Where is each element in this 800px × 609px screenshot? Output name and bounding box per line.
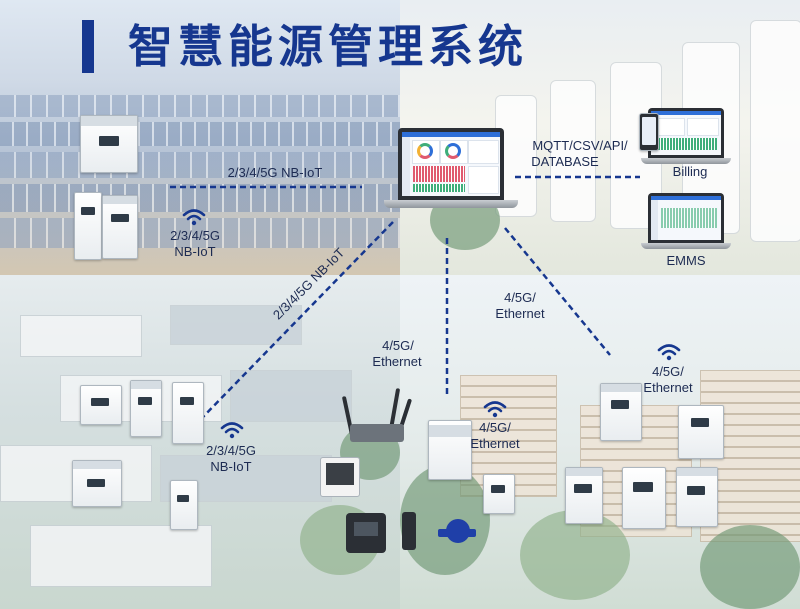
meter-icon[interactable] xyxy=(130,380,162,437)
wifi-icon xyxy=(220,422,244,439)
meter-icon[interactable] xyxy=(676,467,718,527)
dtu-wifi-label-2: Ethernet xyxy=(470,436,520,451)
display-panel-icon[interactable] xyxy=(402,512,416,550)
resident-wifi-label-1: 4/5G/ xyxy=(652,364,684,379)
server-protocol-label-2: DATABASE xyxy=(531,154,599,169)
solar-wifi-label-1: 2/3/4/5G xyxy=(170,228,220,243)
display-panel-icon[interactable] xyxy=(320,457,360,497)
meter-icon[interactable] xyxy=(102,195,138,259)
page-title: 智慧能源管理系统 xyxy=(128,20,529,73)
meter-icon[interactable] xyxy=(74,192,102,260)
meter-icon[interactable] xyxy=(622,467,666,529)
meter-icon[interactable] xyxy=(172,382,204,444)
dtu-wifi-label-1: 4/5G/ xyxy=(479,420,511,435)
gateway-ethernet-label-2: Ethernet xyxy=(372,354,422,369)
meter-icon[interactable] xyxy=(72,460,122,507)
emms-label: EMMS xyxy=(666,253,706,268)
server-protocol-label-1: MQTT/CSV/API/ xyxy=(532,138,628,153)
resident-wifi-label-2: Ethernet xyxy=(643,380,693,395)
wifi-icon xyxy=(483,401,507,418)
meter-icon[interactable] xyxy=(565,467,603,524)
solar-link-label: 2/3/4/5G NB-IoT xyxy=(227,165,323,180)
title-accent-bar xyxy=(82,20,94,73)
meter-icon[interactable] xyxy=(80,115,138,173)
meter-icon[interactable] xyxy=(428,420,472,480)
laptop-to-factory-line xyxy=(199,221,394,421)
solar-wifi-label-2: NB-IoT xyxy=(174,244,216,259)
ev-charging-background xyxy=(400,0,800,275)
meter-icon[interactable] xyxy=(80,385,122,425)
water-meter-icon[interactable] xyxy=(438,517,476,547)
meter-icon[interactable] xyxy=(600,383,642,441)
wifi-icon xyxy=(182,209,206,226)
right-ethernet-label-2: Ethernet xyxy=(495,306,545,321)
meter-icon[interactable] xyxy=(678,405,724,459)
laptop-to-residential-line xyxy=(504,227,611,356)
wifi-icon xyxy=(657,344,681,361)
factory-wifi-label-2: NB-IoT xyxy=(210,459,252,474)
billing-label: Billing xyxy=(672,164,708,179)
display-panel-icon[interactable] xyxy=(346,513,386,553)
meter-icon[interactable] xyxy=(483,474,515,514)
factory-wifi-label-1: 2/3/4/5G xyxy=(206,443,256,458)
meter-icon[interactable] xyxy=(170,480,198,530)
gateway-ethernet-label-1: 4/5G/ xyxy=(382,338,414,353)
solar-farm-background xyxy=(0,0,400,275)
right-ethernet-label-1: 4/5G/ xyxy=(504,290,536,305)
